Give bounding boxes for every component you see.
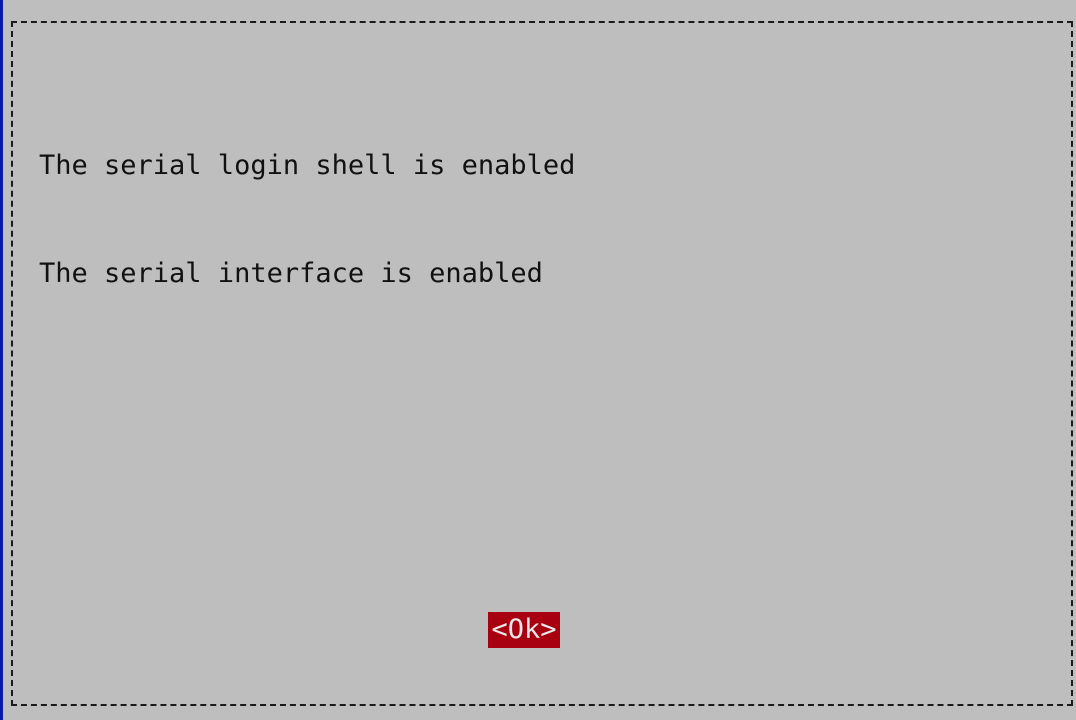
terminal-left-edge	[0, 0, 3, 720]
dialog-message: The serial login shell is enabled The se…	[39, 76, 575, 364]
message-dialog	[11, 21, 1073, 706]
message-line-interface: The serial interface is enabled	[39, 258, 543, 289]
ok-button[interactable]: <Ok>	[488, 612, 560, 648]
message-line-login-shell: The serial login shell is enabled	[39, 150, 576, 181]
